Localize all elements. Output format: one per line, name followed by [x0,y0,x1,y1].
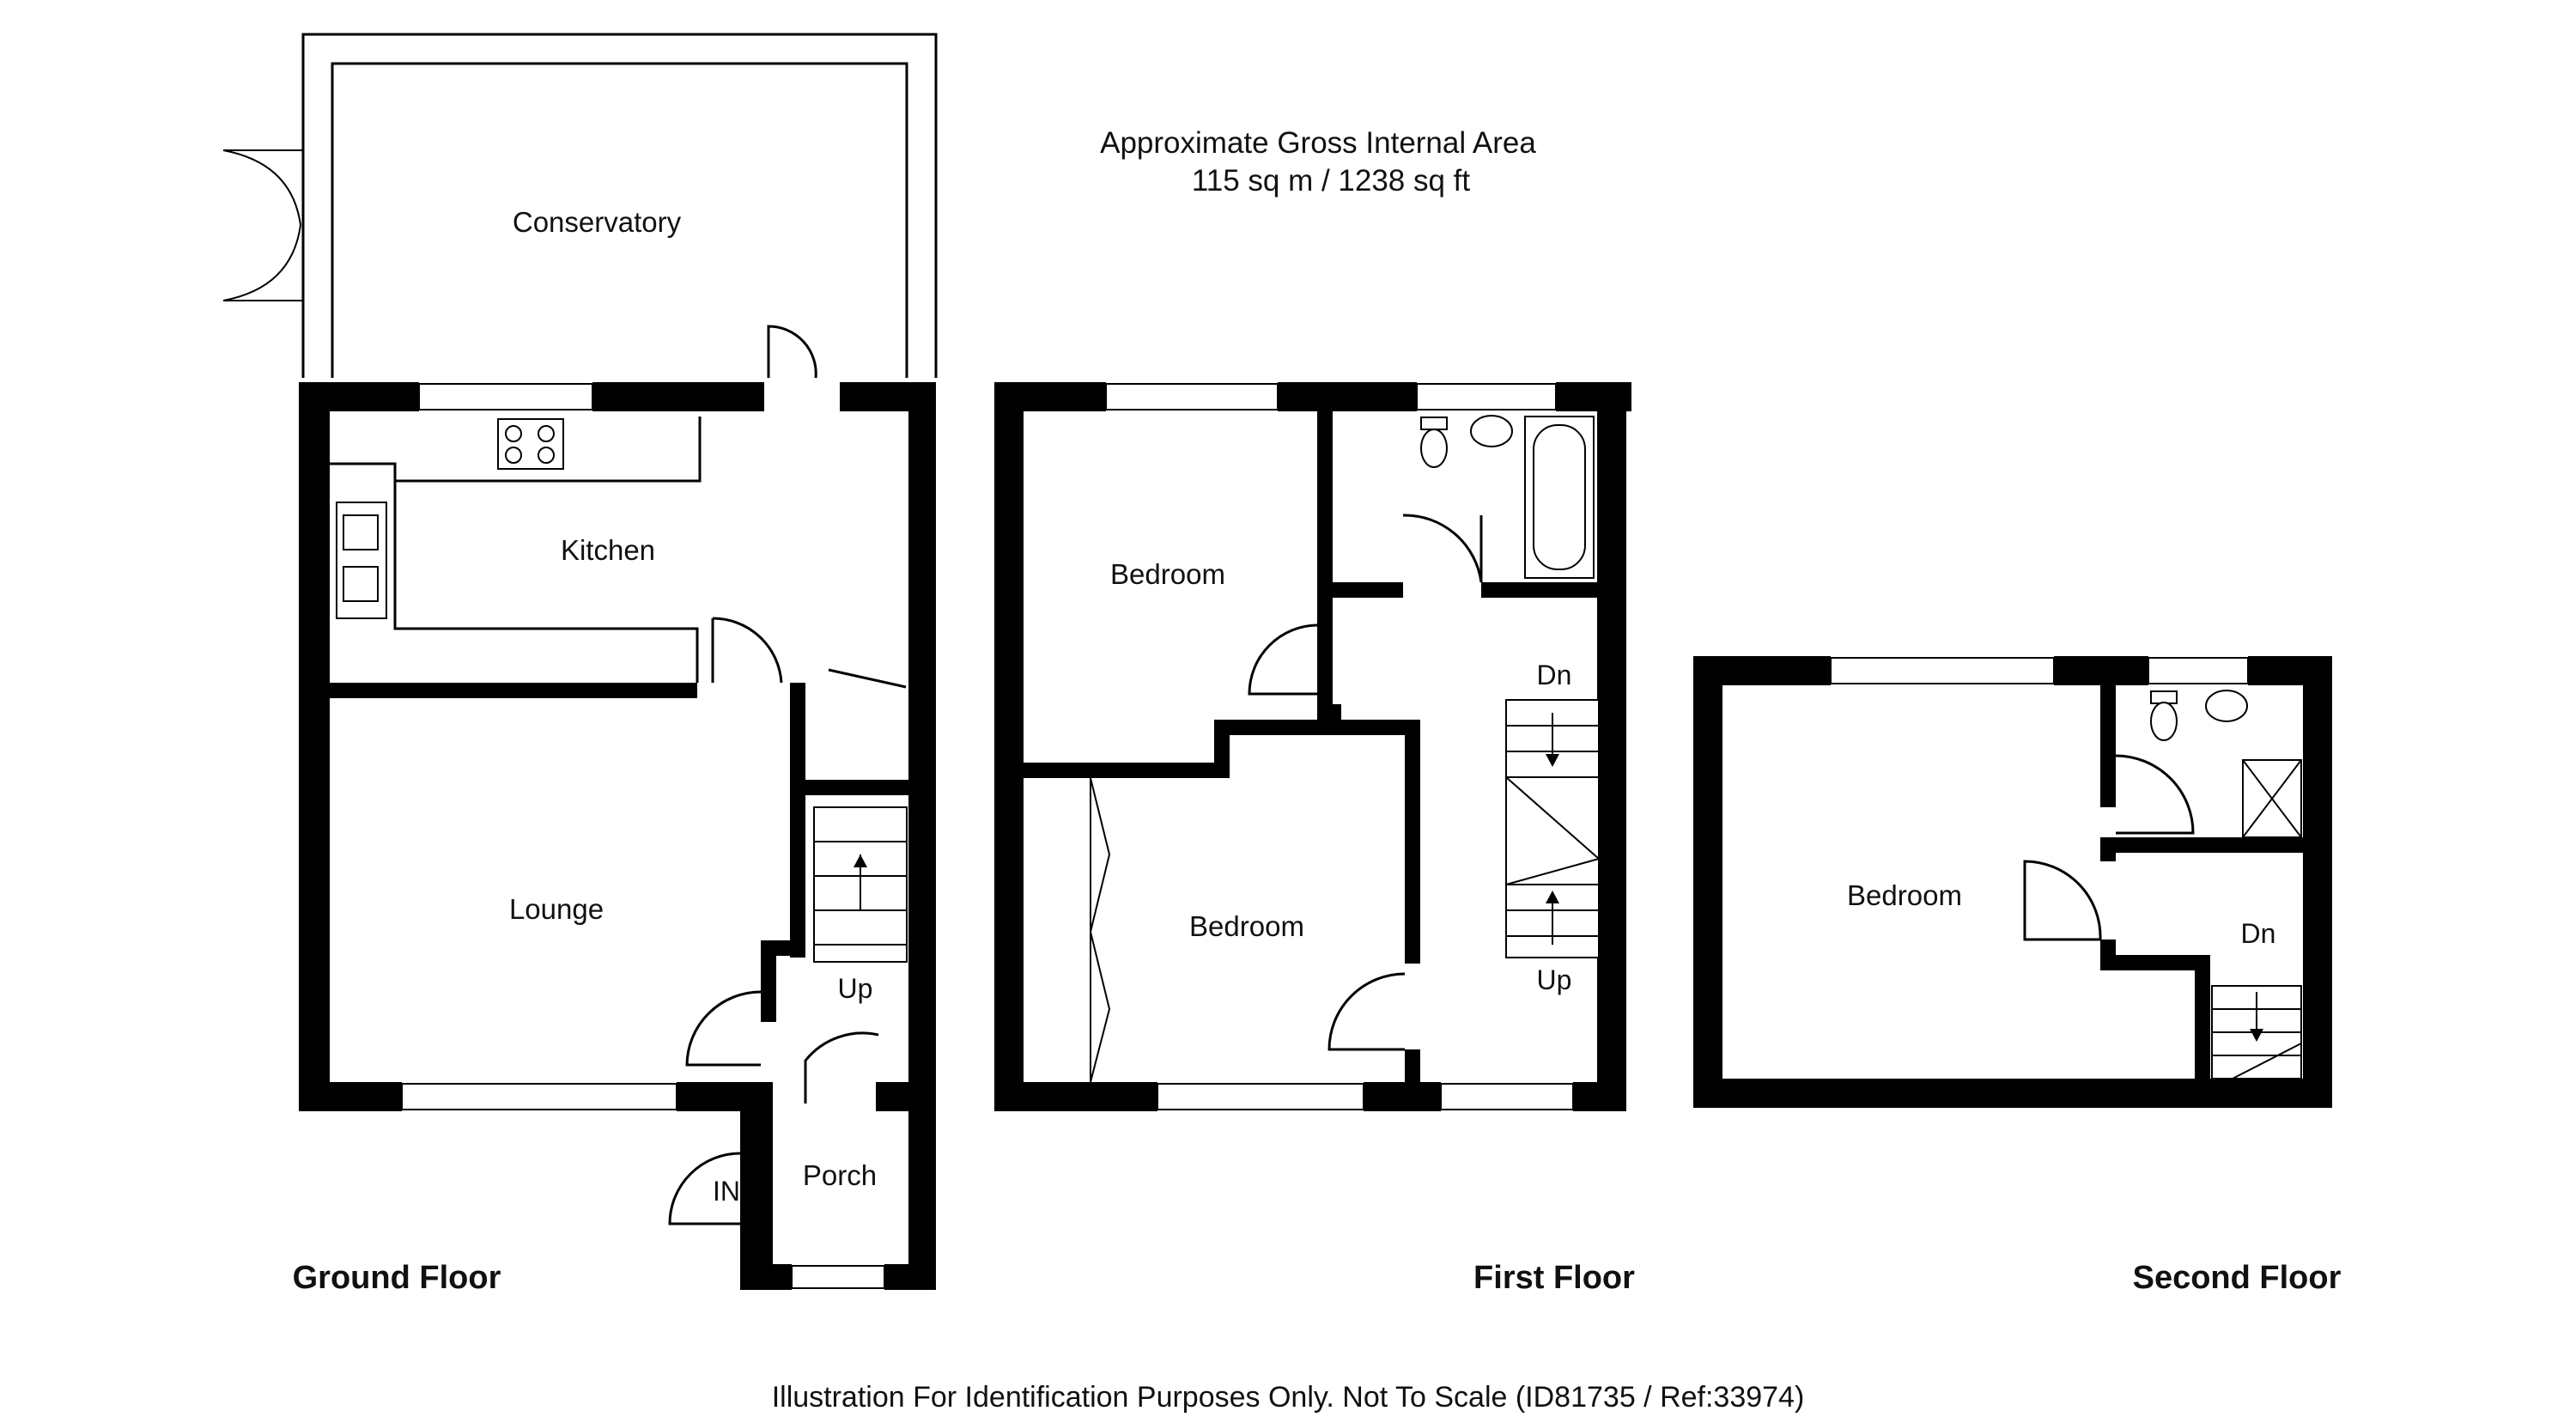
ground-floor-title: Ground Floor [293,1260,501,1296]
area-value: 115 sq m / 1238 sq ft [1192,164,1471,198]
room-conservatory: Conservatory [513,206,682,238]
french-doors-icon [222,149,303,301]
bedroom-b-door-icon [1327,972,1406,1051]
room-bedroom-a: Bedroom [1110,558,1225,590]
bedroom-door-icon [2023,860,2102,941]
arrow-up-icon [1546,891,1559,903]
basin-icon [1470,415,1513,447]
room-bedroom: Bedroom [1847,879,1962,911]
ensuite-window [2148,657,2249,684]
first-stairs [1505,699,1601,958]
stair-down-label: Dn [2241,918,2276,949]
conservatory-walls [301,33,938,378]
bedroom-window [1830,657,2055,684]
ensuite-fixtures [2150,690,2302,838]
first-floor-title: First Floor [1473,1260,1635,1296]
toilet-icon [1420,429,1448,468]
second-stairs [2211,985,2302,1079]
porch-inner-door-icon [804,1031,879,1104]
arrow-up-icon [854,854,867,867]
ground-stairs [813,806,908,963]
cupboard-door-icon [828,668,907,689]
landing-window [1440,1083,1574,1110]
entrance-arrow-icon [747,1183,773,1201]
kitchen-units [330,417,702,683]
bathroom-window [1416,383,1557,410]
room-lounge: Lounge [509,893,604,925]
bedroom-b-window [1157,1083,1364,1110]
stair-up-label: Up [1537,964,1572,995]
stair-down-label: Dn [1537,660,1572,690]
wardrobe-icon [1089,777,1111,1083]
bedroom-a-door-icon [1248,623,1318,696]
room-porch: Porch [803,1159,877,1191]
second-floor-plan: Bedroom Dn Second Floor [1693,656,2342,1296]
ground-floor-plan: Conservatory Kitchen Lounge Porch Up IN … [222,33,938,1296]
stair-up-label: Up [838,973,873,1004]
arrow-down-icon [2250,1029,2263,1042]
first-floor-plan: Bedroom Bedroom Dn Up First Floor [994,382,1635,1296]
front-door-icon [668,1152,741,1225]
area-title: Approximate Gross Internal Area [1100,126,1536,160]
bathroom-fixtures [1420,415,1595,579]
kitchen-door-icon [711,617,783,684]
porch-window [791,1265,885,1289]
toilet-icon [2150,702,2178,741]
footer-disclaimer: Illustration For Identification Purposes… [772,1381,1805,1414]
lounge-window [401,1083,677,1110]
first-walls [994,382,1631,1111]
room-bedroom-b: Bedroom [1189,910,1304,942]
lounge-door-icon [685,990,762,1067]
kitchen-window [418,383,593,410]
basin-icon [2205,690,2248,722]
conservatory-door-icon [767,325,817,379]
ensuite-door-icon [2115,754,2195,835]
room-kitchen: Kitchen [561,534,655,566]
bathroom-door-icon [1402,514,1483,583]
second-floor-title: Second Floor [2133,1260,2342,1296]
entrance-label: IN [713,1176,740,1207]
second-walls [1693,656,2332,1108]
arrow-down-icon [1546,754,1559,767]
ground-walls [299,382,936,1290]
bedroom-a-window [1105,383,1279,410]
